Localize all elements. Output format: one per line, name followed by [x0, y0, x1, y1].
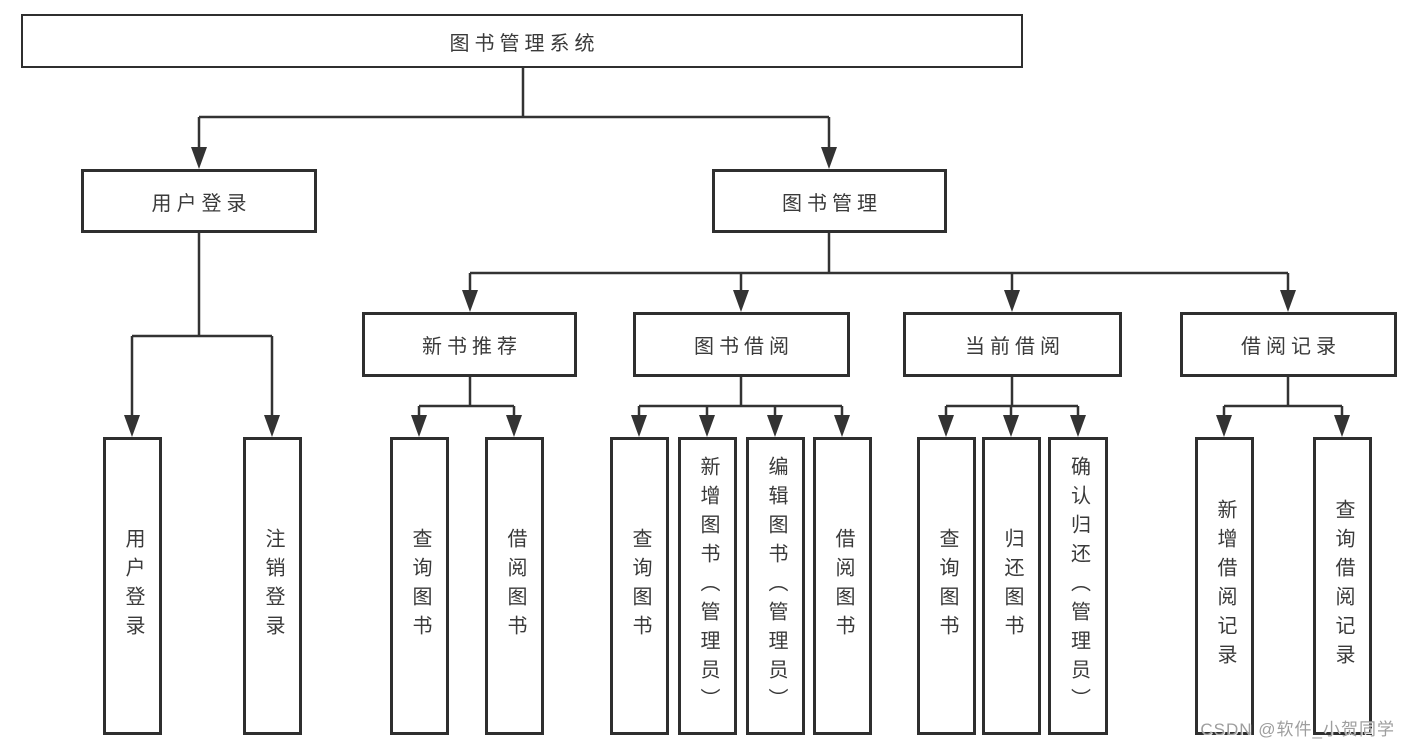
csdn-watermark: CSDN @软件_小贺同学 — [1200, 720, 1395, 739]
leaf-query-borrow-record-label: 查询借阅记录 — [1332, 499, 1354, 673]
connector-current-borrow — [944, 377, 1080, 420]
node-book-borrow-label: 图书借阅 — [694, 336, 794, 358]
connector-new-book-recommend — [417, 377, 516, 420]
leaf-query-borrow-record: 查询借阅记录 — [1313, 437, 1372, 735]
leaf-add-borrow-record-label: 新增借阅记录 — [1214, 499, 1236, 673]
node-book-management-label: 图书管理 — [782, 192, 882, 215]
leaf-borrow-books-recommend: 借阅图书 — [485, 437, 544, 735]
leaf-add-books-admin-label: 新增图书（管理员） — [697, 455, 719, 717]
leaf-return-books: 归还图书 — [982, 437, 1041, 735]
connector-book-management — [468, 233, 1290, 295]
leaf-query-books-current-label: 查询图书 — [936, 528, 958, 644]
leaf-query-books-borrow-label: 查询图书 — [629, 528, 651, 644]
connector-borrow-records — [1222, 377, 1344, 420]
node-current-borrow-label: 当前借阅 — [965, 336, 1065, 358]
node-current-borrow: 当前借阅 — [903, 312, 1122, 377]
node-user-login-label: 用户登录 — [151, 192, 252, 215]
node-user-login: 用户登录 — [81, 169, 317, 233]
leaf-confirm-return-admin: 确认归还（管理员） — [1048, 437, 1108, 735]
leaf-add-books-admin: 新增图书（管理员） — [678, 437, 737, 735]
node-new-book-recommend-label: 新书推荐 — [422, 336, 522, 358]
node-root-label: 图书管理系统 — [449, 32, 600, 55]
leaf-query-books-borrow: 查询图书 — [610, 437, 669, 735]
node-book-borrow: 图书借阅 — [633, 312, 850, 377]
leaf-edit-books-admin: 编辑图书（管理员） — [746, 437, 805, 735]
leaf-query-books-current: 查询图书 — [917, 437, 976, 735]
leaf-logout-label: 注销登录 — [262, 528, 284, 644]
leaf-borrow-books-recommend-label: 借阅图书 — [504, 528, 526, 644]
connector-book-borrow — [637, 377, 844, 420]
leaf-query-books-recommend-label: 查询图书 — [409, 528, 431, 644]
leaf-confirm-return-admin-label: 确认归还（管理员） — [1067, 455, 1090, 717]
node-new-book-recommend: 新书推荐 — [362, 312, 577, 377]
leaf-query-books-recommend: 查询图书 — [390, 437, 449, 735]
node-root: 图书管理系统 — [21, 14, 1023, 68]
leaf-user-login: 用户登录 — [103, 437, 162, 735]
leaf-add-borrow-record: 新增借阅记录 — [1195, 437, 1254, 735]
leaf-return-books-label: 归还图书 — [1001, 528, 1023, 644]
leaf-user-login-label: 用户登录 — [122, 528, 144, 644]
node-borrow-records-label: 借阅记录 — [1241, 336, 1341, 358]
leaf-logout: 注销登录 — [243, 437, 302, 735]
node-borrow-records: 借阅记录 — [1180, 312, 1397, 377]
leaf-borrow-books-label: 借阅图书 — [832, 528, 854, 644]
leaf-edit-books-admin-label: 编辑图书（管理员） — [765, 455, 787, 717]
leaf-borrow-books: 借阅图书 — [813, 437, 872, 735]
connector-root — [197, 68, 831, 152]
node-book-management: 图书管理 — [712, 169, 947, 233]
connector-user-login — [130, 233, 274, 420]
